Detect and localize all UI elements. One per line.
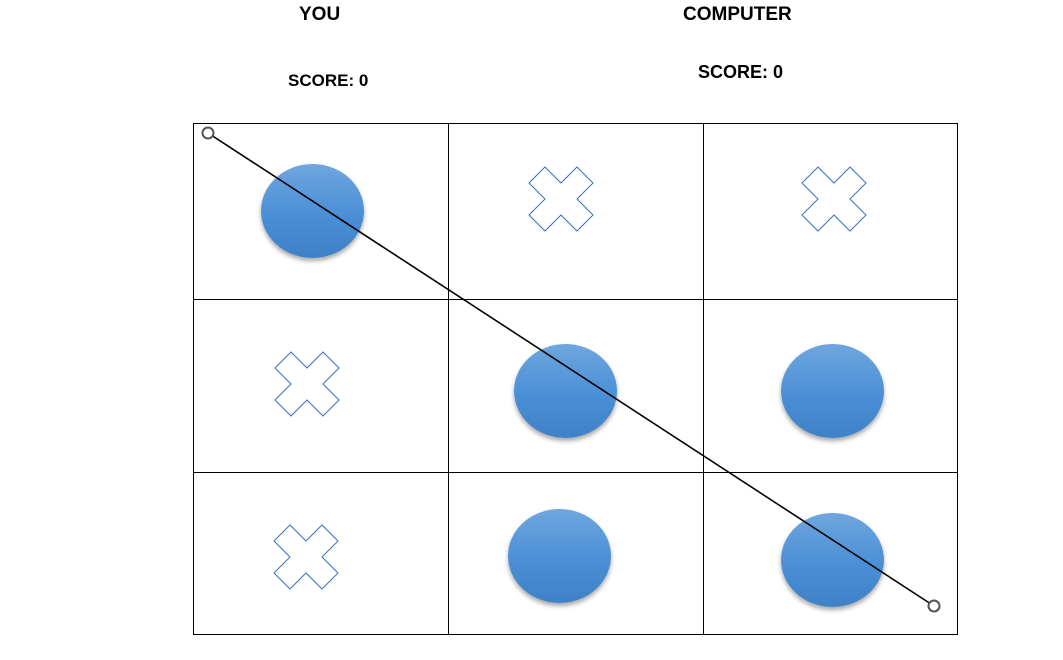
o-mark-r3-c3 [781,513,884,607]
o-mark-r2-c2 [514,344,617,438]
x-mark-r2-c1 [274,351,340,417]
x-mark-r3-c1 [273,524,339,590]
x-mark-r1-c3 [801,166,867,232]
you-score: SCORE: 0 [288,71,369,90]
o-mark-r3-c2 [508,509,611,603]
computer-label: COMPUTER [683,4,792,25]
computer-score: SCORE: 0 [698,62,784,82]
game-board [193,123,958,635]
x-mark-r1-c2 [528,166,594,232]
o-mark-r1-c1 [261,164,364,258]
you-label: YOU [299,4,341,25]
o-mark-r2-c3 [781,344,884,438]
